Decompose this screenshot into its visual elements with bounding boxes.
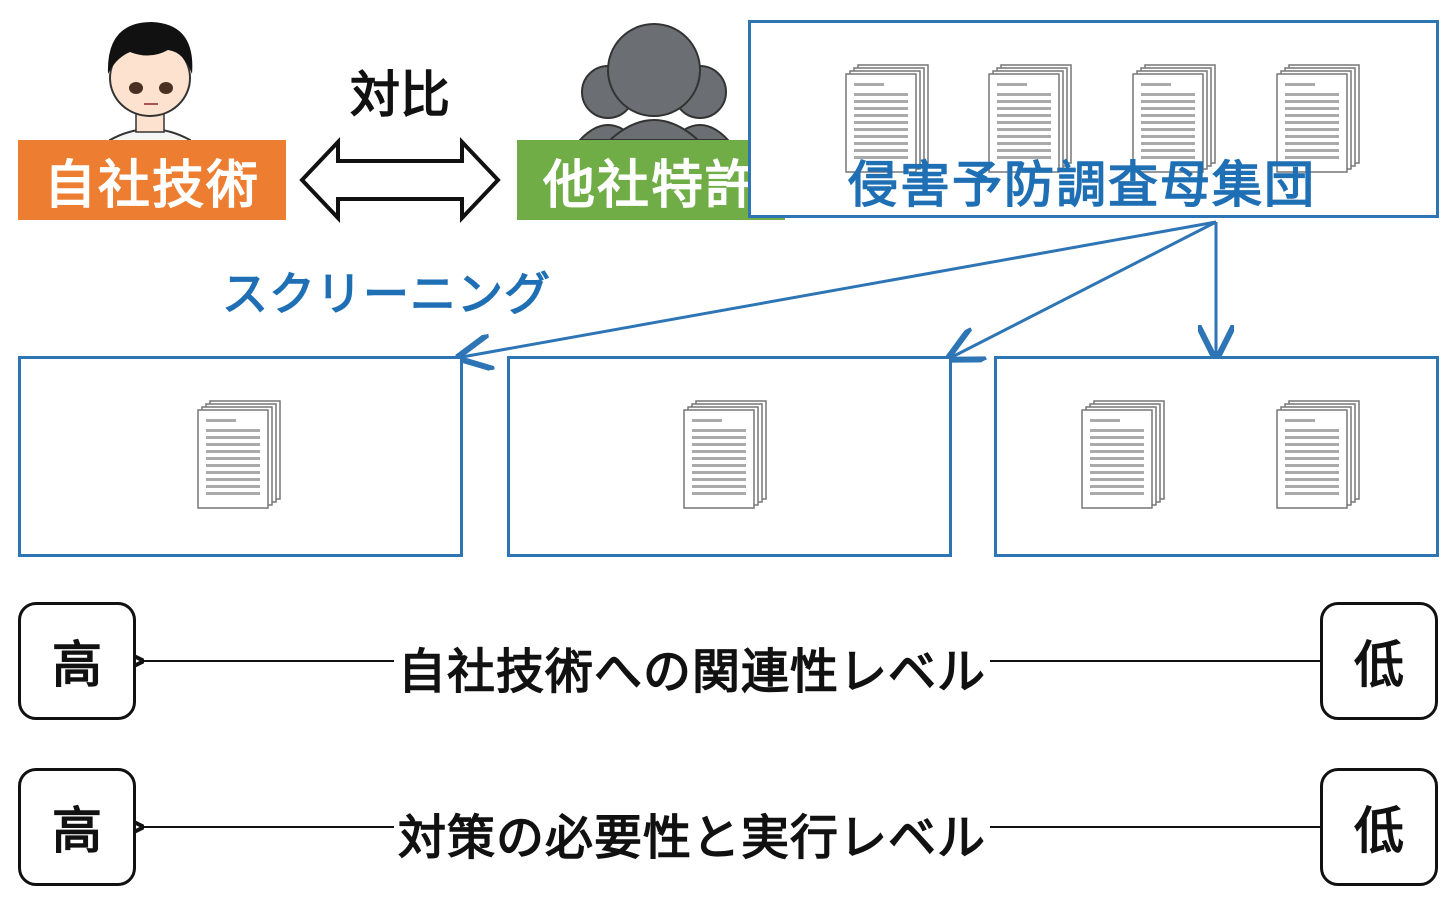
person-icon [108,22,192,145]
document-stack-icon [1082,401,1164,508]
screening-arrow-middle [952,222,1216,357]
action-low-box: 低 [1320,768,1438,886]
screening-label: スクリーニング [222,258,551,324]
document-stack-icon [1277,401,1359,508]
action-level-label: 対策の必要性と実行レベル [394,798,990,868]
document-stack-icon [198,401,280,508]
subset-box-medium [507,356,952,557]
relevance-level-label: 自社技術への関連性レベル [394,632,990,702]
relevance-high-box: 高 [18,602,136,720]
subset-box-high [18,356,463,557]
subset-box-low [994,356,1439,557]
compare-label: 対比 [330,55,470,127]
action-high-box: 高 [18,768,136,886]
document-stack-icon [684,401,766,508]
population-label: 侵害予防調査母集団 [748,145,1444,217]
people-silhouette-icon [580,24,728,140]
screening-arrow-left [462,222,1216,357]
relevance-low-box: 低 [1320,602,1438,720]
other-company-patents-label: 他社特許 [517,140,785,220]
compare-double-arrow [302,142,498,218]
own-technology-label: 自社技術 [18,140,286,220]
